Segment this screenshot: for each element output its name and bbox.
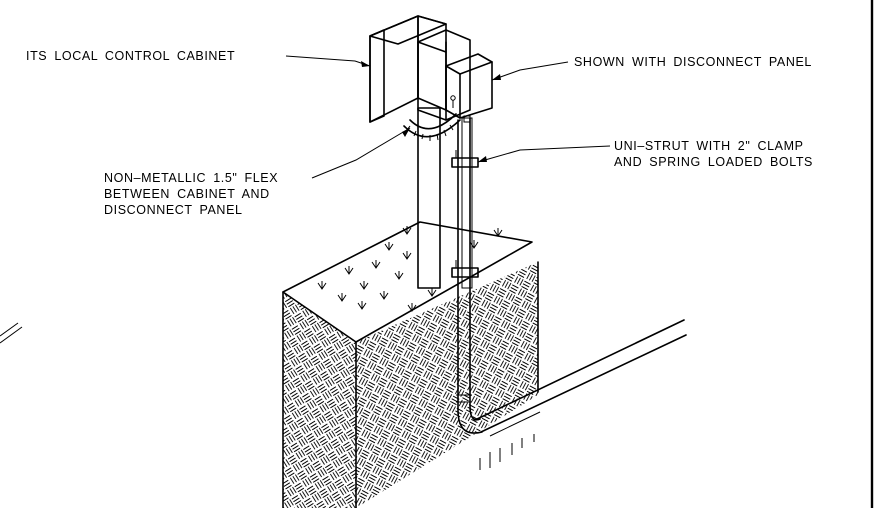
- label-flex-1: NON–METALLIC 1.5" FLEX: [104, 171, 278, 185]
- underground-conduit: [474, 319, 687, 437]
- label-disconnect: SHOWN WITH DISCONNECT PANEL: [574, 55, 812, 69]
- concrete-foundation: [282, 221, 539, 508]
- disconnect-panel: [445, 53, 493, 123]
- cabinet-post: [417, 107, 441, 289]
- grass-marks: [317, 226, 503, 312]
- uni-strut: [451, 117, 479, 289]
- label-flex-2: BETWEEN CABINET AND: [104, 187, 270, 201]
- label-flex-3: DISCONNECT PANEL: [104, 203, 243, 217]
- control-cabinet: [369, 15, 471, 123]
- label-unistrut-2: AND SPRING LOADED BOLTS: [614, 155, 813, 169]
- ground-marks: [479, 434, 535, 470]
- label-unistrut-1: UNI–STRUT WITH 2" CLAMP: [614, 139, 804, 153]
- vertical-conduit: [456, 117, 483, 434]
- leader-lines: [285, 55, 611, 179]
- left-pipe-stub: [0, 322, 23, 344]
- clamp-lower: [451, 260, 479, 278]
- label-cabinet: ITS LOCAL CONTROL CABINET: [26, 49, 235, 63]
- clamp-upper: [451, 150, 479, 168]
